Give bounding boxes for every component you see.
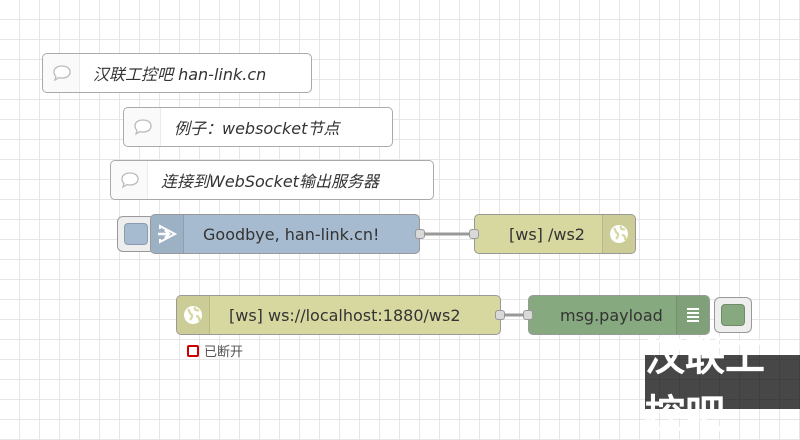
debug-toggle-button[interactable] — [714, 297, 752, 333]
list-icon — [687, 308, 699, 322]
comment-node-example[interactable]: 例子：websocket节点 — [123, 107, 393, 147]
debug-input-port[interactable] — [523, 310, 533, 320]
watermark: 汉联工控吧 — [645, 334, 800, 438]
ws-in-output-port[interactable] — [495, 310, 505, 320]
inject-node-label: Goodbye, han-link.cn! — [203, 224, 380, 244]
websocket-out-node[interactable]: [ws] /ws2 — [474, 214, 636, 254]
comment-node-connect[interactable]: 连接到WebSocket输出服务器 — [110, 160, 434, 200]
arrow-in-icon — [158, 224, 178, 244]
globe-icon — [184, 306, 202, 324]
ws-in-label: [ws] ws://localhost:1880/ws2 — [229, 305, 461, 325]
debug-node[interactable]: msg.payload — [528, 295, 710, 335]
comment-icon — [121, 172, 139, 189]
comment-icon — [134, 119, 152, 136]
ws-out-input-port[interactable] — [469, 229, 479, 239]
comment-label: 连接到WebSocket输出服务器 — [161, 172, 379, 191]
ws-in-status-text: 已断开 — [204, 345, 244, 360]
comment-label: 汉联工控吧 han-link.cn — [93, 65, 267, 84]
comment-label: 例子：websocket节点 — [174, 119, 340, 138]
watermark-text: 汉联工控吧 — [645, 334, 765, 438]
comment-icon — [53, 65, 71, 82]
disconnected-status-icon — [187, 344, 199, 357]
ws-out-label: [ws] /ws2 — [509, 224, 585, 244]
inject-output-port[interactable] — [415, 229, 425, 239]
comment-node-han-link[interactable]: 汉联工控吧 han-link.cn — [42, 53, 312, 93]
ws-in-status: 已断开 — [187, 341, 243, 360]
globe-icon — [610, 225, 628, 243]
debug-node-label: msg.payload — [560, 305, 663, 325]
inject-node[interactable]: Goodbye, han-link.cn! — [150, 214, 420, 254]
websocket-in-node[interactable]: [ws] ws://localhost:1880/ws2 — [176, 295, 501, 335]
